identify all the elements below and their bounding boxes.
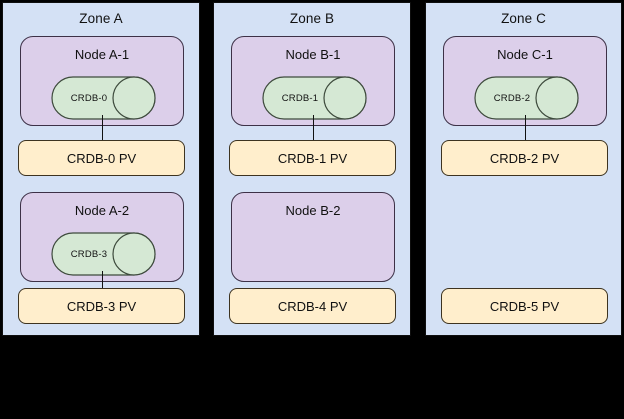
pv-box-crdb-5[interactable]: CRDB-5 PV	[441, 288, 608, 324]
node-box-a-1[interactable]: Node A-1 CRDB-0	[20, 36, 184, 126]
pv-box-crdb-0[interactable]: CRDB-0 PV	[18, 140, 185, 176]
pv-box-crdb-1[interactable]: CRDB-1 PV	[229, 140, 396, 176]
node-label-b-1: Node B-1	[285, 47, 341, 62]
pv-box-crdb-3[interactable]: CRDB-3 PV	[18, 288, 185, 324]
database-cylinder-crdb-2[interactable]: CRDB-2	[474, 76, 579, 120]
node-box-b-2[interactable]: Node B-2	[231, 192, 395, 282]
connector-node-c-1-to-pv	[525, 115, 526, 141]
pv-box-crdb-2[interactable]: CRDB-2 PV	[441, 140, 608, 176]
database-cylinder-crdb-3[interactable]: CRDB-3	[51, 232, 156, 276]
connector-node-b-1-to-pv	[313, 115, 314, 141]
connector-node-a-2-to-pv	[102, 271, 103, 297]
node-label-a-2: Node A-2	[74, 203, 130, 218]
database-cylinder-crdb-1[interactable]: CRDB-1	[262, 76, 367, 120]
node-box-a-2[interactable]: Node A-2 CRDB-3	[20, 192, 184, 282]
zone-title-c: Zone C	[501, 11, 546, 26]
zone-panel-a[interactable]: Zone A Node A-1 CRDB-0 CRDB-0 PV Node A-…	[2, 2, 200, 336]
zone-title-b: Zone B	[289, 11, 335, 26]
node-label-c-1: Node C-1	[497, 47, 553, 62]
node-box-c-1[interactable]: Node C-1 CRDB-2	[443, 36, 607, 126]
node-label-a-1: Node A-1	[74, 47, 130, 62]
connector-node-a-1-to-pv	[102, 115, 103, 141]
node-label-b-2: Node B-2	[285, 203, 341, 218]
database-cylinder-crdb-0[interactable]: CRDB-0	[51, 76, 156, 120]
zone-title-a: Zone A	[79, 11, 123, 26]
zone-panel-c[interactable]: Zone C Node C-1 CRDB-2 CRDB-2 PV CRDB-5 …	[425, 2, 622, 336]
zone-panel-b[interactable]: Zone B Node B-1 CRDB-1 CRDB-1 PV Node B-…	[213, 2, 411, 336]
pv-box-crdb-4[interactable]: CRDB-4 PV	[229, 288, 396, 324]
node-box-b-1[interactable]: Node B-1 CRDB-1	[231, 36, 395, 126]
